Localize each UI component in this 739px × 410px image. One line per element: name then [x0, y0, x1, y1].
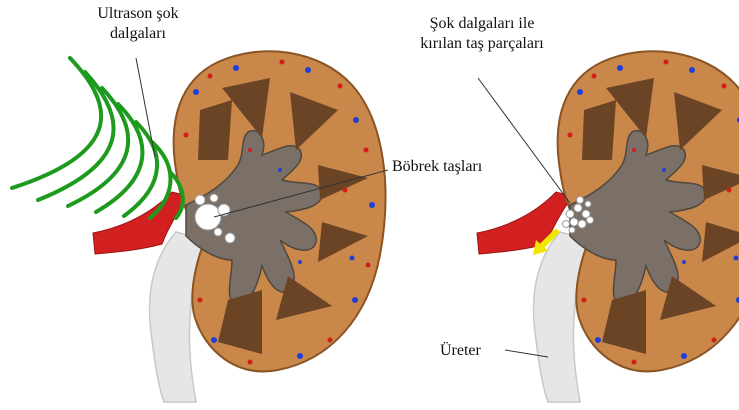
- label-ureter: Üreter: [440, 341, 481, 361]
- shock-waves: [12, 58, 183, 218]
- label-line-1: Ultrason şok: [58, 4, 218, 24]
- label-line-2: kırılan taş parçaları: [382, 34, 582, 54]
- label-line-1: Şok dalgaları ile: [382, 14, 582, 34]
- label-ultrasonic-waves: Ultrason şok dalgaları: [58, 4, 218, 44]
- label-kidney-stones: Böbrek taşları: [392, 157, 482, 177]
- label-fragmented-stones: Şok dalgaları ile kırılan taş parçaları: [382, 14, 582, 54]
- label-line-2: dalgaları: [58, 24, 218, 44]
